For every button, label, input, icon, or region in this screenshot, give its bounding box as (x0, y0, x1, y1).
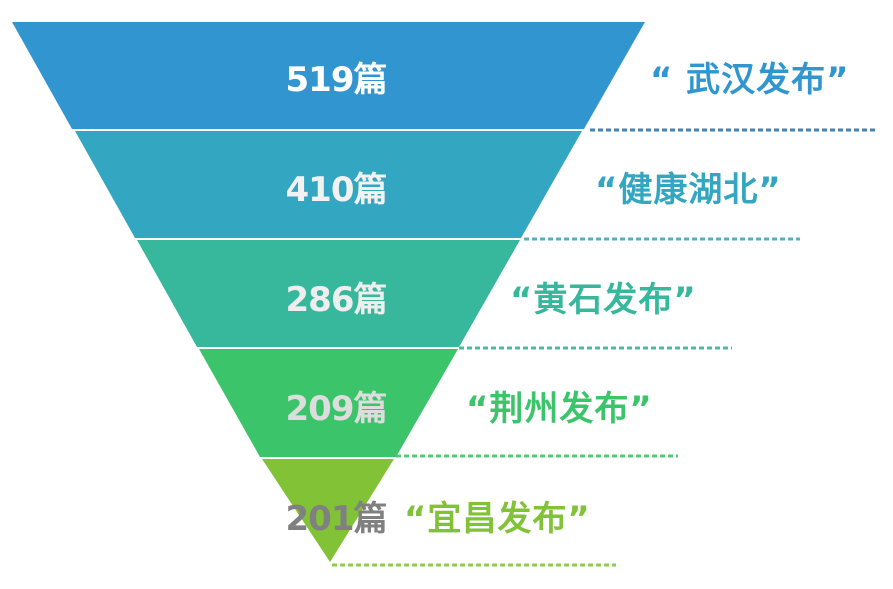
funnel-band-5 (262, 459, 394, 562)
value-label-1: 519篇 (285, 60, 388, 100)
category-label-3: “黄石发布” (510, 280, 697, 320)
value-label-2: 410篇 (285, 170, 388, 210)
funnel-band-1 (12, 22, 645, 129)
category-label-4: “荆州发布” (466, 389, 653, 429)
value-label-4: 209篇 (285, 389, 388, 429)
funnel-band-4 (199, 349, 458, 457)
category-label-2: “健康湖北” (595, 170, 782, 210)
funnel-band-2 (75, 131, 582, 238)
category-label-5: “宜昌发布” (404, 499, 591, 539)
funnel-band-3 (137, 240, 520, 347)
value-label-5: 201篇 (285, 499, 388, 539)
value-label-3: 286篇 (285, 280, 388, 320)
category-label-1: “ 武汉发布” (650, 60, 850, 100)
